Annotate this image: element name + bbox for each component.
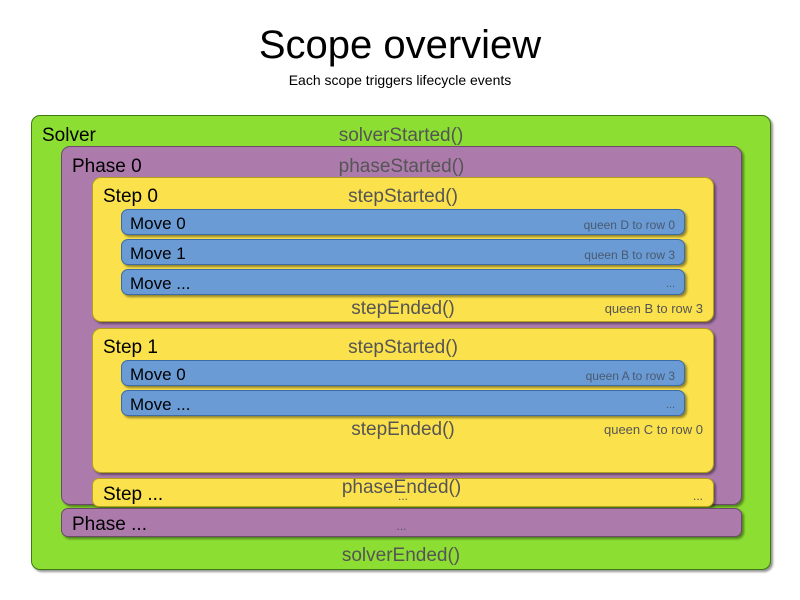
move-detail: ... (665, 399, 675, 411)
step-1-ended-event: stepEnded() (351, 419, 455, 440)
diagram-header: Scope overview Each scope triggers lifec… (0, 22, 800, 89)
solver-started-event: solverStarted() (338, 125, 464, 146)
move-label: Move ... (130, 395, 191, 414)
move-detail: queen A to row 3 (585, 369, 675, 383)
phase-ellipsis-event: ... (396, 519, 407, 533)
phase-started-event: phaseStarted() (338, 156, 465, 177)
step-scope-1[interactable]: Step 1 stepStarted() Move 0 queen A to r… (92, 328, 714, 473)
step-ellipsis-detail: ... (692, 489, 703, 503)
solver-ended-event: solverEnded() (341, 545, 461, 566)
solver-scope[interactable]: Solver solverStarted() Phase 0 phaseStar… (31, 115, 771, 570)
phase-scope-label: Phase 0 (72, 156, 142, 177)
step-ellipsis-label: Step ... (103, 484, 164, 505)
move-label: Move 0 (130, 214, 186, 233)
solver-scope-label: Solver (42, 125, 96, 146)
step-0-ended-detail: queen B to row 3 (604, 301, 703, 316)
step-0-label: Step 0 (103, 186, 158, 207)
step-0-started-event: stepStarted() (348, 186, 458, 207)
phase-ended-event: phaseEnded() (341, 477, 462, 498)
step-1-started-event: stepStarted() (348, 337, 458, 358)
move-box[interactable]: Move ... ... (121, 269, 685, 295)
step-ellipsis-event: ... (397, 489, 408, 503)
page-title: Scope overview (258, 23, 542, 67)
step-0-ended-event: stepEnded() (351, 298, 455, 319)
move-detail: queen B to row 3 (584, 248, 675, 262)
step-1-label: Step 1 (103, 337, 158, 358)
step-ellipsis-row[interactable]: Step ... ... ... (92, 478, 714, 507)
phase-ellipsis-label: Phase ... (72, 514, 147, 535)
phase-scope[interactable]: Phase 0 phaseStarted() Step 0 stepStarte… (61, 146, 742, 507)
move-detail: ... (665, 278, 675, 290)
move-box[interactable]: Move 1 queen B to row 3 (121, 239, 685, 265)
move-box[interactable]: Move 0 queen D to row 0 (121, 209, 685, 235)
move-box[interactable]: Move 0 queen A to row 3 (121, 360, 685, 386)
step-scope-0[interactable]: Step 0 stepStarted() Move 0 queen D to r… (92, 177, 714, 322)
move-label: Move ... (130, 274, 191, 293)
move-box[interactable]: Move ... ... (121, 390, 685, 416)
step-1-ended-detail: queen C to row 0 (603, 422, 703, 437)
move-label: Move 0 (130, 365, 186, 384)
page-subtitle: Each scope triggers lifecycle events (288, 72, 512, 88)
move-label: Move 1 (130, 244, 186, 263)
phase-ellipsis-row[interactable]: Phase ... ... (61, 508, 742, 537)
move-detail: queen D to row 0 (583, 218, 675, 232)
